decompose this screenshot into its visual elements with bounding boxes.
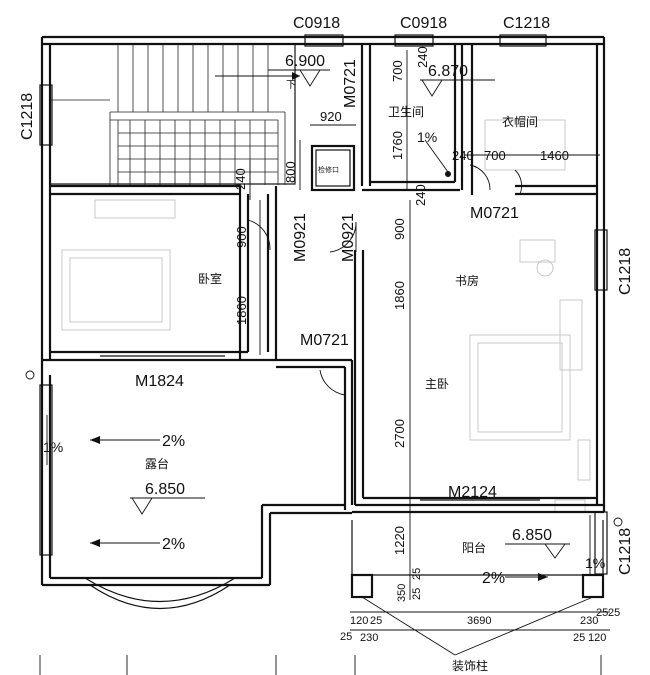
dim-240-mid: 240	[452, 148, 474, 163]
door-label-m0721-bath: M0721	[342, 59, 359, 108]
room-label-closet: 衣帽间	[502, 114, 538, 129]
elevation-terrace: 6.850	[145, 481, 185, 498]
dim-700-mid: 700	[484, 148, 506, 163]
slope-balcony: 2%	[482, 570, 505, 587]
dim-700-bath: 700	[390, 60, 405, 82]
dim-1860-right: 1860	[392, 281, 407, 310]
window-marks	[39, 34, 608, 575]
room-label-master-bedroom: 主卧	[425, 377, 449, 391]
dim-25-left-2: 25	[340, 631, 352, 643]
slope-terrace-upper: 2%	[162, 433, 185, 450]
door-label-m2124: M2124	[448, 484, 497, 501]
dim-1460: 1460	[540, 148, 569, 163]
column-circle-marks	[25, 370, 623, 527]
door-label-m1824: M1824	[135, 373, 184, 390]
walls	[40, 35, 606, 609]
dimension-lines	[39, 50, 610, 675]
dim-800: 800	[283, 161, 298, 183]
dim-25-right-2: 25	[596, 607, 608, 619]
room-label-balcony: 阳台	[462, 540, 486, 555]
elevation-balcony: 6.850	[512, 527, 552, 544]
door-label-m0721-closet: M0721	[470, 205, 519, 222]
room-label-shaft: 检修口	[318, 165, 339, 174]
door-label-m0921-left: M0921	[292, 213, 309, 262]
dim-1860-left: 1860	[234, 296, 249, 325]
elevation-bath: 6.870	[428, 63, 468, 80]
elevation-marks	[130, 69, 570, 559]
inspection-shaft	[310, 144, 356, 192]
dim-2700: 2700	[392, 419, 407, 448]
dim-900-left: 900	[234, 226, 249, 248]
slope-arrows	[46, 139, 591, 581]
dim-25-a: 25	[411, 568, 423, 580]
label-decor-column: 装饰柱	[452, 658, 488, 673]
dim-230-left: 230	[360, 632, 378, 644]
elevation-stair: 6.900	[285, 53, 325, 70]
window-label-c0918-mid: C0918	[400, 15, 447, 32]
window-label-c1218-right-low: C1218	[617, 528, 634, 575]
dim-230-right: 230	[580, 615, 598, 627]
room-label-bathroom: 卫生间	[388, 105, 424, 119]
dim-120-right: 120	[588, 632, 606, 644]
stairs	[50, 44, 300, 185]
window-label-c1218-left: C1218	[19, 93, 36, 140]
dim-25-b: 25	[411, 588, 423, 600]
dim-1220: 1220	[392, 526, 407, 555]
window-label-c0918-left: C0918	[293, 15, 340, 32]
window-label-c1218-right-mid: C1218	[617, 248, 634, 295]
furniture-sketches	[61, 119, 591, 513]
door-label-m0721-mid: M0721	[300, 332, 349, 349]
dim-350: 350	[396, 584, 408, 602]
dim-1760: 1760	[390, 131, 405, 160]
door-label-m0921-right: M0921	[340, 213, 357, 262]
dim-240-top: 240	[415, 46, 430, 68]
dim-25-right-1: 25	[573, 632, 585, 644]
room-label-study: 书房	[455, 273, 479, 288]
dim-240-low: 240	[413, 184, 428, 206]
dim-920: 920	[320, 109, 342, 124]
room-label-terrace: 露台	[145, 456, 169, 471]
window-label-c1218-top: C1218	[503, 15, 550, 32]
dim-240-stair: 240	[233, 168, 248, 190]
door-arcs	[100, 164, 540, 501]
slope-terrace-left: 1%	[43, 439, 63, 455]
slope-terrace-lower: 2%	[162, 536, 185, 553]
dim-120-left: 120	[350, 615, 368, 627]
dim-900-right: 900	[392, 218, 407, 240]
room-label-bedroom: 卧室	[198, 271, 222, 286]
stair-down-label: 下	[286, 80, 296, 91]
dim-25-right-edge: 25	[608, 607, 620, 619]
dim-3690: 3690	[467, 615, 491, 627]
slope-balcony-right: 1%	[585, 555, 605, 571]
dim-25-left-1: 25	[370, 615, 382, 627]
slope-bath: 1%	[417, 129, 437, 145]
